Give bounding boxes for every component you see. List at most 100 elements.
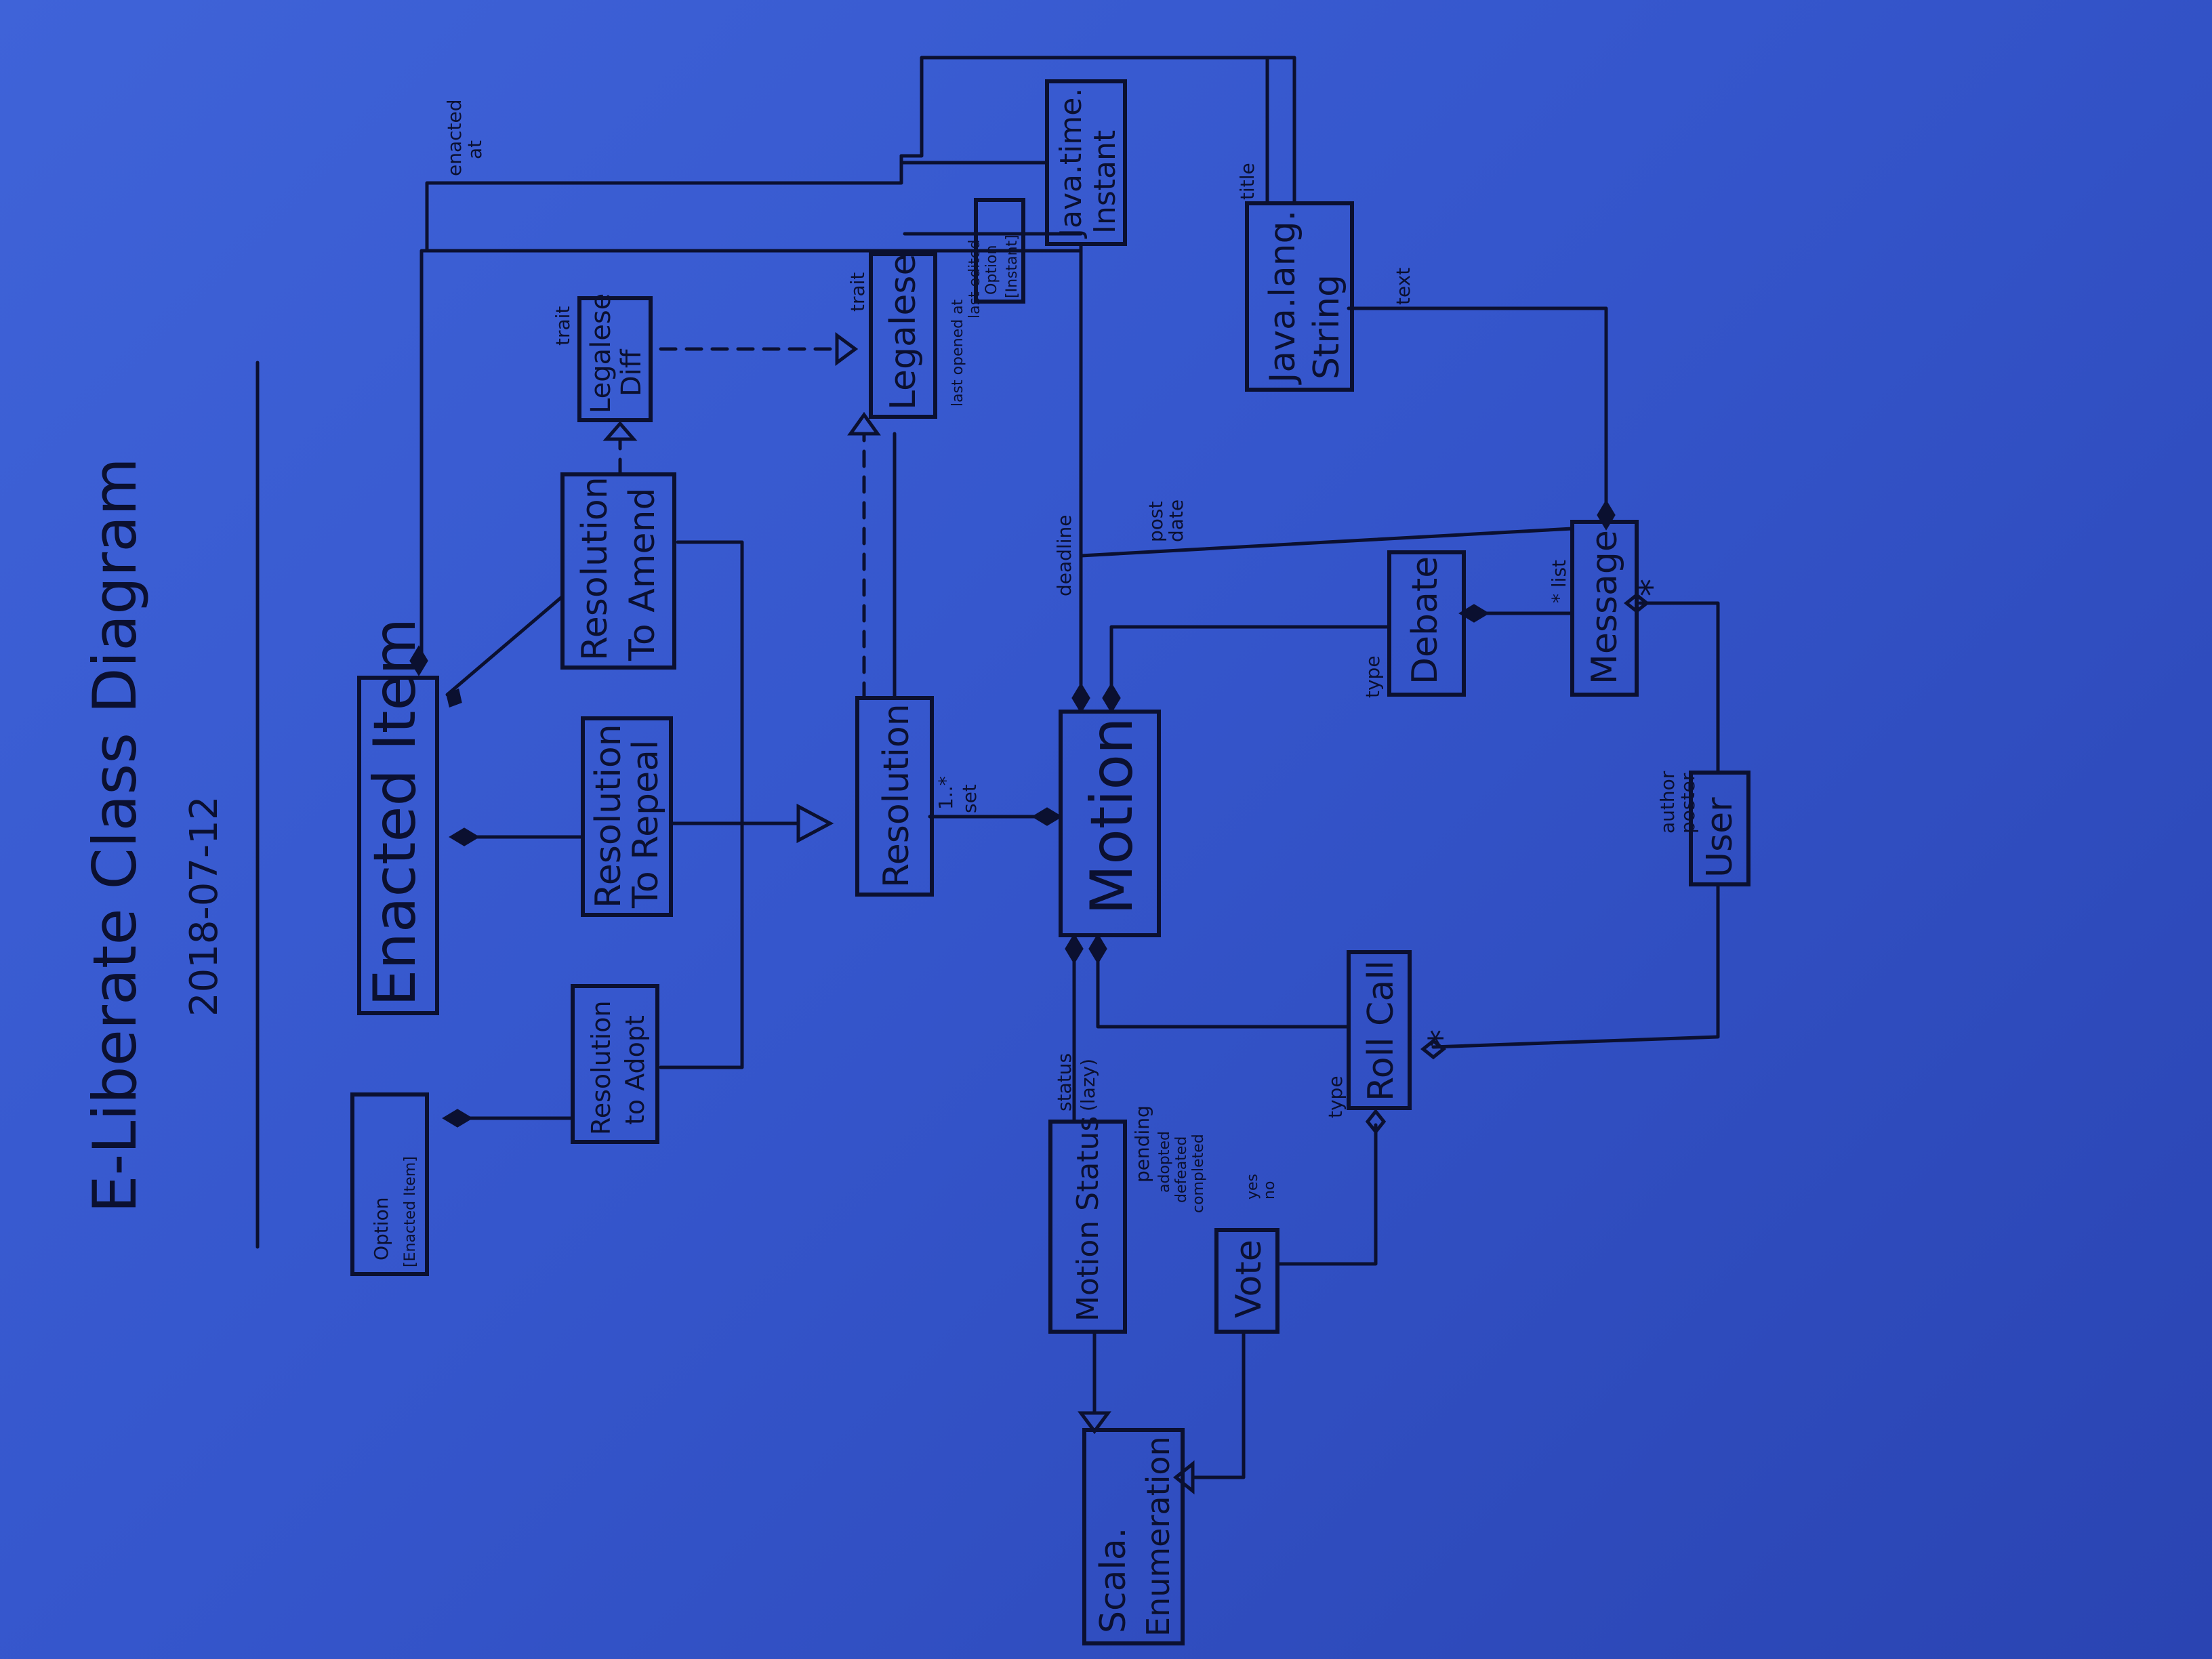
- edge-top-loop: [899, 56, 1296, 205]
- repeal-line1: Resolution: [588, 724, 629, 908]
- class-scala-enumeration: [1082, 1428, 1185, 1645]
- status-enumeration-arrow: [1078, 1411, 1111, 1435]
- class-option-enacted-item: [350, 1092, 429, 1276]
- resolution-legalese-arrow: [847, 411, 881, 436]
- option-instant-line1: Option: [983, 245, 1000, 295]
- label-status-2: (lazy): [1077, 1059, 1099, 1111]
- motion-debate-diamond: [1102, 682, 1121, 714]
- edge-user-rollcall: [1431, 882, 1720, 1049]
- debate-name: Debate: [1405, 556, 1446, 684]
- label-author-2: poster: [1677, 773, 1699, 834]
- edge-rollcall-vote: [1275, 1123, 1378, 1266]
- label-list: * list: [1548, 560, 1570, 603]
- motion-deadline-diamond: [1071, 682, 1090, 714]
- message-user-open-diamond: [1623, 592, 1650, 614]
- option-instant-line2: [Instant]: [1004, 234, 1021, 298]
- label-enacted-at-2: at: [464, 140, 486, 159]
- class-resolution-to-amend: [560, 472, 676, 670]
- adopt-line2: to Adopt: [620, 1015, 650, 1125]
- motion-name: Motion: [1078, 717, 1146, 915]
- adopt-line1: Resolution: [586, 1000, 616, 1135]
- diff-legalese-arrow: [835, 332, 859, 366]
- edge-enacted-at: [425, 154, 903, 253]
- label-star-rollcall: *: [1422, 1029, 1462, 1047]
- rollcall-user-open-diamond: [1420, 1038, 1447, 1060]
- date-group: 2018-07-12: [182, 796, 226, 1017]
- label-defeated: defeated: [1173, 1136, 1190, 1203]
- label-star-user: *: [1632, 579, 1673, 596]
- edge-motion-rollcall: [1096, 960, 1351, 1029]
- enumeration-line2: Enumeration: [1140, 1436, 1176, 1637]
- repeal-enacted-diamond: [449, 827, 480, 846]
- resolution-inheritance-arrow: [796, 803, 834, 844]
- diagram-date: 2018-07-12: [182, 796, 226, 1017]
- amend-enacted-diamond: [446, 688, 462, 708]
- class-java-lang-string: [1245, 201, 1354, 392]
- motion-status-name: Motion Status: [1071, 1116, 1105, 1322]
- resolution-name: Resolution: [876, 703, 917, 888]
- string-line1: Java.lang.: [1263, 210, 1303, 385]
- rollcall-vote-open-diamond: [1365, 1108, 1387, 1135]
- label-one-to-many: 1..*: [935, 776, 957, 810]
- label-post-date-1: post: [1145, 501, 1167, 542]
- class-resolution-to-repeal: [581, 716, 673, 917]
- class-debate: [1387, 550, 1466, 697]
- class-java-time-instant: [1045, 79, 1127, 246]
- label-status-1: status: [1053, 1053, 1076, 1111]
- class-enacted-item: [357, 676, 439, 1015]
- class-motion: [1059, 710, 1161, 937]
- label-type-debate: type: [1361, 655, 1384, 698]
- enacted-item-diamond: [409, 645, 428, 676]
- class-resolution: [855, 696, 934, 897]
- label-set: set: [958, 784, 981, 813]
- title-group: E-Liberate Class Diagram: [80, 457, 150, 1213]
- enumeration-line1: Scala.: [1093, 1528, 1134, 1633]
- vote-name: Vote: [1229, 1240, 1269, 1318]
- label-post-date-2: date: [1165, 499, 1187, 542]
- legalese-name: Legalese: [883, 254, 924, 410]
- option-enacted-line2: [Enacted Item]: [402, 1156, 419, 1267]
- diff-line1: Legalese: [586, 293, 617, 413]
- user-name: User: [1700, 797, 1740, 878]
- diff-line2: Diff: [616, 348, 647, 396]
- instant-line2: Instant: [1088, 130, 1122, 234]
- motion-rollcall-diamond: [1088, 933, 1107, 964]
- amend-line2: To Amend: [622, 488, 663, 661]
- class-roll-call: [1347, 950, 1412, 1110]
- edge-motion-debate: [1109, 625, 1391, 687]
- label-text: text: [1392, 268, 1414, 305]
- label-pending: pending: [1131, 1105, 1153, 1183]
- class-resolution-to-adopt: [571, 984, 659, 1144]
- label-trait-diff: trait: [552, 306, 574, 346]
- class-motion-status: [1048, 1120, 1127, 1334]
- label-enacted-at-1: enacted: [443, 99, 466, 176]
- edge-amend-enacted: [445, 594, 565, 697]
- edge-generalization-bus: [659, 540, 744, 1069]
- label-author-1: author: [1656, 771, 1679, 834]
- debate-message-diamond: [1458, 604, 1490, 623]
- label-adopted: adopted: [1156, 1131, 1173, 1193]
- amend-diff-arrow: [602, 421, 638, 441]
- label-type-rollcall: type: [1324, 1076, 1347, 1118]
- string-line2: String: [1307, 274, 1347, 380]
- class-legalese-diff: [577, 296, 653, 422]
- edge-message-user: [1638, 601, 1720, 775]
- motion-resolution-diamond: [1031, 807, 1063, 826]
- option-enacted-line1: Option: [370, 1197, 392, 1261]
- rollcall-name: Roll Call: [1361, 960, 1401, 1101]
- label-last-opened-2: last edited: [966, 240, 983, 319]
- edge-vote-enumeration: [1191, 1330, 1246, 1479]
- adopt-option-diamond: [442, 1109, 473, 1128]
- message-name: Message: [1584, 530, 1625, 684]
- class-option-instant: [974, 198, 1025, 304]
- label-last-opened-1: last opened at: [949, 299, 966, 407]
- label-title: title: [1236, 163, 1258, 200]
- class-user: [1689, 771, 1750, 886]
- message-text-diamond: [1597, 499, 1616, 531]
- diagram-title: E-Liberate Class Diagram: [80, 457, 150, 1213]
- repeal-line2: To Repeal: [626, 740, 666, 909]
- label-no: no: [1261, 1181, 1278, 1200]
- class-legalese: [869, 252, 937, 419]
